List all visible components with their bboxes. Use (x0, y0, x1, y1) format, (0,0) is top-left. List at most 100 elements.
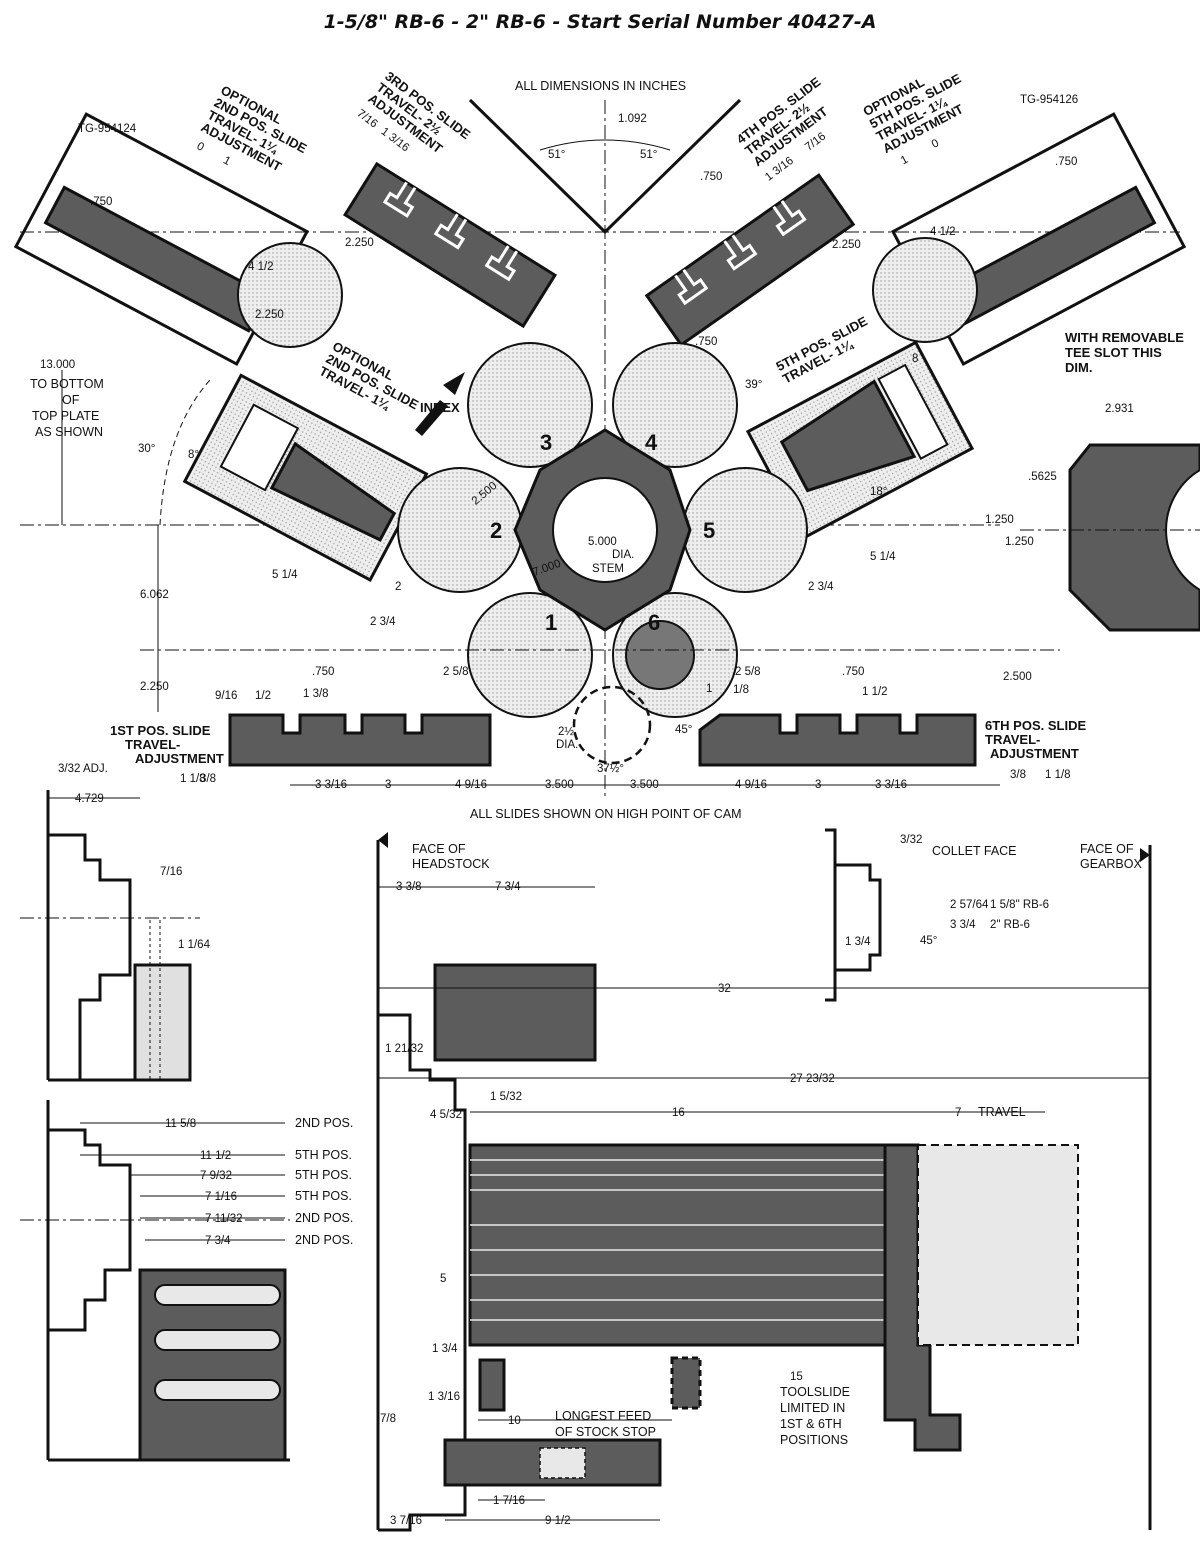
svg-text:5TH POS.: 5TH POS. (295, 1148, 352, 1162)
top-plan-view: 51° 51° 1.092 ALL DIMENSIONS IN INCHES 3… (13, 68, 1187, 800)
dim-3-32-adj: 3/32 ADJ. (58, 763, 108, 775)
dim-750-4th: .750 (700, 171, 722, 183)
tee-note-2: TEE SLOT THIS (1065, 345, 1162, 360)
dim-2-3-4-right: 2 3/4 (808, 581, 834, 593)
dia-2-1-2-circle (572, 685, 652, 765)
drawing-number-right: TG-954126 (1020, 94, 1078, 106)
angle-45-collet: 45° (920, 935, 937, 947)
dim-16: 16 (672, 1107, 685, 1119)
dim-2250: 2.250 (140, 681, 169, 693)
collet-dim-2: 3 3/4 (950, 919, 976, 931)
dim-4-1-2-right: 4 1/2 (930, 226, 956, 238)
dim-750-4th-low: .750 (695, 336, 717, 348)
tee-note-3: DIM. (1065, 360, 1092, 375)
dim-1-21-32: 1 21/32 (385, 1043, 423, 1055)
angle-18: 18° (870, 486, 887, 498)
angle-51-right: 51° (640, 149, 657, 161)
optional-2nd-slide-mid (182, 373, 429, 582)
svg-text:2 5/8: 2 5/8 (735, 666, 761, 678)
svg-text:.750: .750 (842, 666, 864, 678)
spindle-2-circle (397, 467, 523, 593)
spindle-label-6: 6 (648, 610, 660, 635)
side-view-bottom: 11 5/8 2ND POS. 11 1/2 5TH POS. 7 9/32 5… (20, 1100, 353, 1462)
svg-text:TRAVEL-: TRAVEL- (985, 732, 1040, 747)
spindle-3-circle (467, 342, 593, 468)
svg-text:2 5/8: 2 5/8 (443, 666, 469, 678)
dim-3-7-16: 3 7/16 (390, 1515, 422, 1527)
svg-text:3: 3 (385, 779, 391, 791)
svg-text:.750: .750 (312, 666, 334, 678)
angle-39: 39° (745, 379, 762, 391)
dim-3-3-8: 3 3/8 (396, 881, 422, 893)
to-bottom-4: AS SHOWN (35, 425, 103, 439)
drawing-title: 1-5/8" RB-6 - 2" RB-6 - Start Serial Num… (324, 11, 877, 33)
angle-30: 30° (138, 443, 155, 455)
dim-750-topleft: .750 (90, 196, 112, 208)
svg-text:3/8: 3/8 (1010, 769, 1026, 781)
svg-text:1/8: 1/8 (733, 684, 749, 696)
svg-text:ADJUSTMENT: ADJUSTMENT (135, 751, 224, 766)
svg-text:11 5/8: 11 5/8 (165, 1118, 196, 1130)
spindle-5-circle (682, 467, 808, 593)
index-label: INDEX (420, 400, 460, 415)
svg-text:3 3/16: 3 3/16 (875, 779, 907, 791)
note-all-dimensions: ALL DIMENSIONS IN INCHES (515, 79, 686, 93)
to-bottom-2: OF (62, 393, 80, 407)
dim-7-8: 7/8 (380, 1413, 396, 1425)
stem-dia: 5.000 (588, 536, 617, 548)
longest-feed-1: LONGEST FEED (555, 1409, 651, 1423)
svg-text:7 1/16: 7 1/16 (205, 1191, 237, 1203)
svg-text:4 9/16: 4 9/16 (735, 779, 767, 791)
svg-text:3 3/16: 3 3/16 (315, 779, 347, 791)
svg-text:7/16: 7/16 (355, 107, 380, 130)
v-notch-outline (468, 98, 742, 235)
spindle-4-circle (612, 342, 738, 468)
svg-text:1ST POS. SLIDE: 1ST POS. SLIDE (110, 723, 211, 738)
spindle-1-circle (467, 592, 593, 718)
dim-32: 32 (718, 983, 731, 995)
dim-2250-circle-left: 2.250 (255, 309, 284, 321)
svg-text:3: 3 (815, 779, 821, 791)
dim-1092: 1.092 (618, 113, 647, 125)
dim-1-3-16: 1 3/16 (428, 1391, 460, 1403)
dim-2500: 2.500 (1003, 671, 1032, 683)
svg-text:9/16: 9/16 (215, 690, 237, 702)
svg-text:4 9/16: 4 9/16 (455, 779, 487, 791)
svg-text:1: 1 (899, 154, 910, 168)
spindle-label-3: 3 (540, 430, 552, 455)
svg-text:7/16: 7/16 (803, 130, 828, 153)
svg-text:1/2: 1/2 (255, 690, 271, 702)
svg-text:1 1/8: 1 1/8 (1045, 769, 1071, 781)
slide-4th-pos (644, 173, 856, 347)
dim-1-3-4-collet: 1 3/4 (845, 936, 871, 948)
dim-1-5-32: 1 5/32 (490, 1091, 522, 1103)
index-arrow-icon (415, 400, 448, 436)
collet-size-2: 2" RB-6 (990, 919, 1030, 931)
angle-8-left: 8° (188, 449, 199, 461)
spindle-label-1: 1 (545, 610, 557, 635)
dim-1250-b: 1.250 (1005, 536, 1034, 548)
dim-9-1-2: 9 1/2 (545, 1515, 571, 1527)
slide-1st-pos: 1ST POS. SLIDE TRAVEL- ADJUSTMENT 1 1/8 … (110, 713, 492, 785)
tool-circle-left (237, 242, 343, 348)
dim-2931: 2.931 (1105, 403, 1134, 415)
dim-1-3-4-b: 1 3/4 (432, 1343, 458, 1355)
angle-51-left: 51° (548, 149, 565, 161)
stock-stop-right (670, 1356, 702, 1410)
svg-text:1 1/2: 1 1/2 (862, 686, 888, 698)
label-4th-pos: 4TH POS. SLIDE TRAVEL- 2½ ADJUSTMENT 1 3… (734, 74, 831, 184)
bottom-dims: 3 3/16 3 4 9/16 3.500 3.500 4 9/16 3 3 3… (215, 666, 1000, 791)
svg-text:1: 1 (221, 154, 232, 168)
svg-text:TRAVEL-: TRAVEL- (125, 737, 180, 752)
svg-text:11 1/2: 11 1/2 (200, 1150, 231, 1162)
svg-text:7 11/32: 7 11/32 (205, 1213, 243, 1225)
dim-2-3-4-left: 2 3/4 (370, 616, 396, 628)
dim-2-left: 2 (395, 581, 401, 593)
svg-text:1 1/8: 1 1/8 (180, 773, 206, 785)
label-opt-5th-top: OPTIONAL 5TH POS. SLIDE TRAVEL- 1¼ ADJUS… (860, 71, 965, 168)
angle-arc (539, 139, 671, 151)
stem-label: STEM (592, 563, 624, 575)
dim-11-64: 1 1/64 (178, 939, 211, 951)
